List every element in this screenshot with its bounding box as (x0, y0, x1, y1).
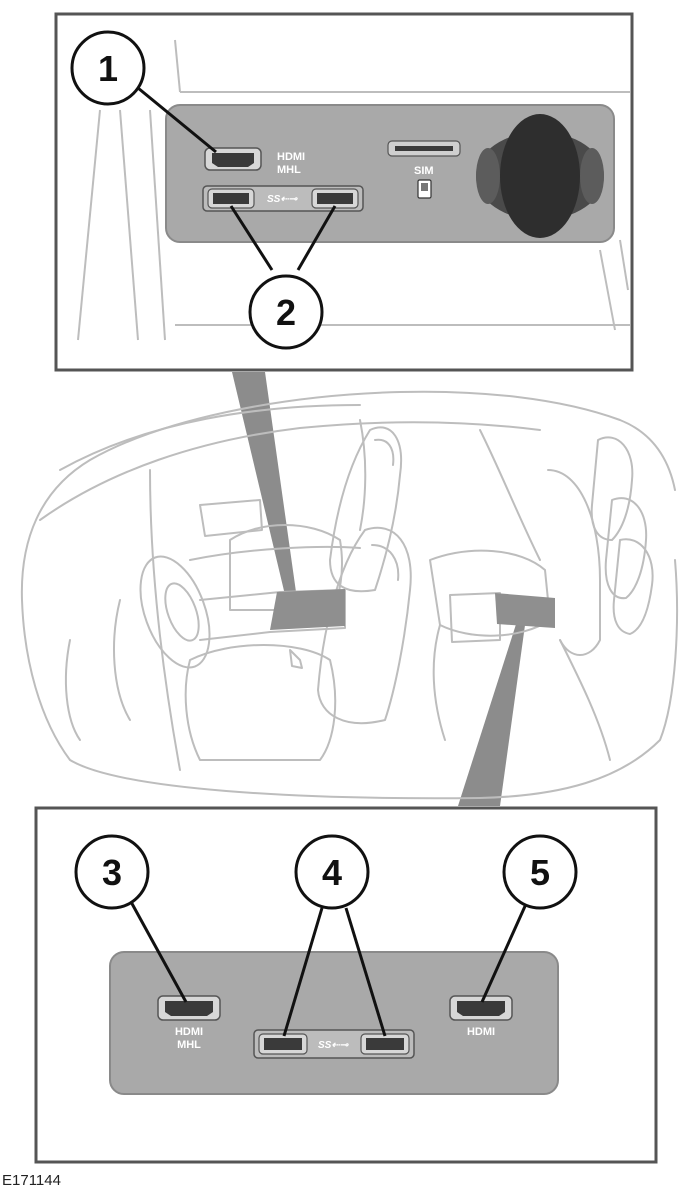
callout-1-number: 1 (98, 48, 118, 89)
rotary-knob (476, 114, 604, 238)
callout-3-leader (128, 899, 188, 1003)
front-usb-symbol: SS⇠⊸ (267, 194, 299, 205)
callout-4: 4 (294, 834, 370, 910)
callout-3-number: 3 (102, 852, 122, 893)
rear-port-panel (109, 951, 559, 1095)
front-hdmi-label: HDMI (277, 151, 305, 163)
callout-4-leader-left (282, 907, 324, 1037)
front-pointer-wedge (232, 372, 296, 595)
car-interior-sketch (20, 390, 679, 800)
rear-hdmi-port (449, 995, 513, 1021)
callout-3: 3 (74, 834, 150, 910)
rear-pointer-wedge (458, 618, 526, 806)
callout-1: 1 (70, 30, 146, 106)
front-mhl-label: MHL (277, 164, 301, 176)
rear-hdmi-mhl-label-line2: MHL (177, 1039, 201, 1051)
callout-2-leader-right (296, 205, 337, 271)
callout-5-number: 5 (530, 852, 550, 893)
front-console-highlight (270, 589, 345, 630)
rear-hdmi-mhl-port (157, 995, 221, 1021)
front-hdmi-mhl-port (204, 147, 262, 171)
callout-4-number: 4 (322, 852, 342, 893)
front-usb-port-right (311, 188, 359, 209)
callout-2-leader-left (229, 205, 274, 271)
rear-hdmi-label: HDMI (467, 1026, 495, 1038)
callout-2: 2 (248, 274, 324, 350)
rear-usb-port-right (360, 1033, 410, 1055)
callout-5-leader (480, 903, 528, 1003)
figure-reference-code: E171144 (2, 1172, 61, 1189)
rear-usb-symbol: SS⇠⊸ (318, 1040, 350, 1051)
sim-card-icon (417, 179, 432, 199)
sim-label: SIM (414, 165, 434, 177)
front-usb-port-left (207, 188, 255, 209)
callout-5: 5 (502, 834, 578, 910)
callout-2-number: 2 (276, 292, 296, 333)
callout-4-leader-right (344, 907, 387, 1037)
sim-card-slot (387, 140, 461, 157)
callout-1-leader (137, 86, 217, 154)
rear-hdmi-mhl-label-line1: HDMI (175, 1026, 203, 1038)
rear-console-highlight (495, 593, 555, 628)
rear-usb-port-left (258, 1033, 308, 1055)
